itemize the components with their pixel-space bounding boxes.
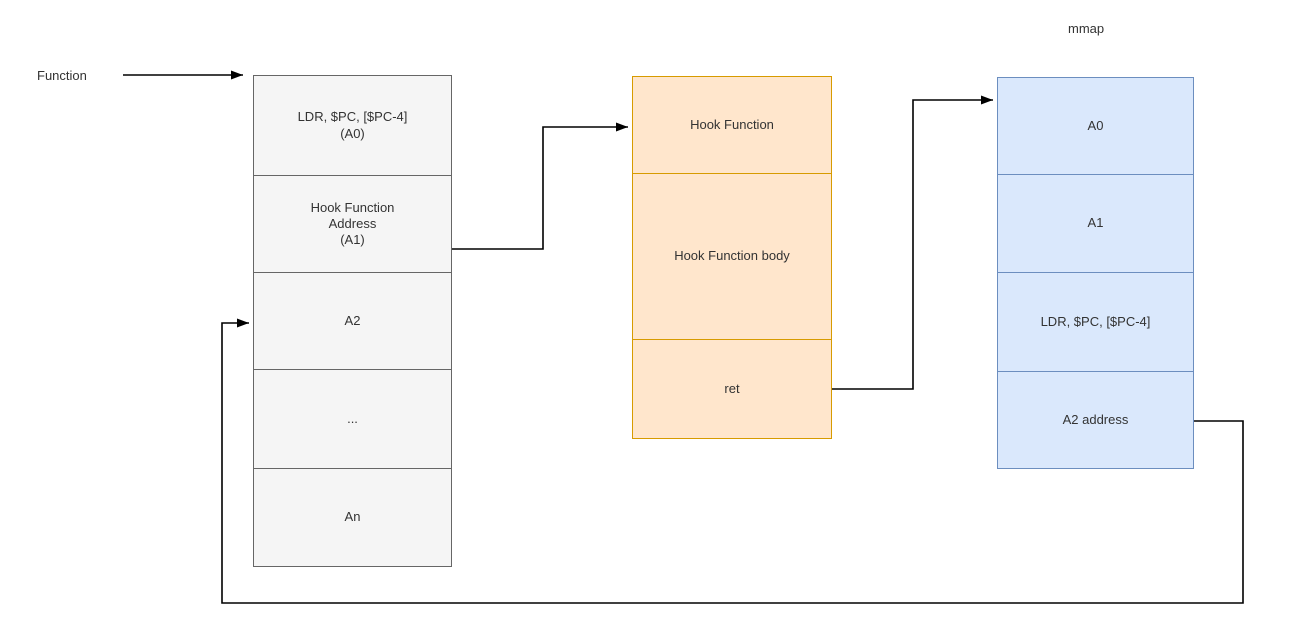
mmap-label: mmap bbox=[1068, 21, 1105, 36]
edge-a1-to-hook-function bbox=[452, 122, 628, 250]
function-table-cell-hook-address-a1: Hook Function Address (A1) bbox=[254, 175, 451, 272]
edge-ret-to-mmap bbox=[832, 95, 993, 390]
mmap-table-cell-ldr: LDR, $PC, [$PC-4] bbox=[998, 272, 1193, 371]
hook-table-cell-hook-function-body: Hook Function body bbox=[633, 173, 831, 339]
function-table-cell-a2: A2 bbox=[254, 272, 451, 369]
function-label: Function bbox=[37, 68, 87, 83]
function-table: LDR, $PC, [$PC-4] (A0) Hook Function Add… bbox=[253, 75, 452, 567]
mmap-table-cell-a2-address: A2 address bbox=[998, 371, 1193, 468]
mmap-table-cell-a0: A0 bbox=[1087, 117, 1104, 133]
hook-table-cell-hook-function: Hook Function bbox=[690, 116, 774, 132]
function-table-cell-an: An bbox=[254, 468, 451, 566]
mmap-table: A0 A1 LDR, $PC, [$PC-4] A2 address bbox=[997, 77, 1194, 469]
function-table-cell-ldr-a0: LDR, $PC, [$PC-4] (A0) bbox=[297, 109, 408, 141]
mmap-table-cell-a1: A1 bbox=[998, 174, 1193, 272]
hook-function-table: Hook Function Hook Function body ret bbox=[632, 76, 832, 439]
function-table-cell-ellipsis: ... bbox=[254, 369, 451, 468]
hook-table-cell-ret: ret bbox=[633, 339, 831, 438]
